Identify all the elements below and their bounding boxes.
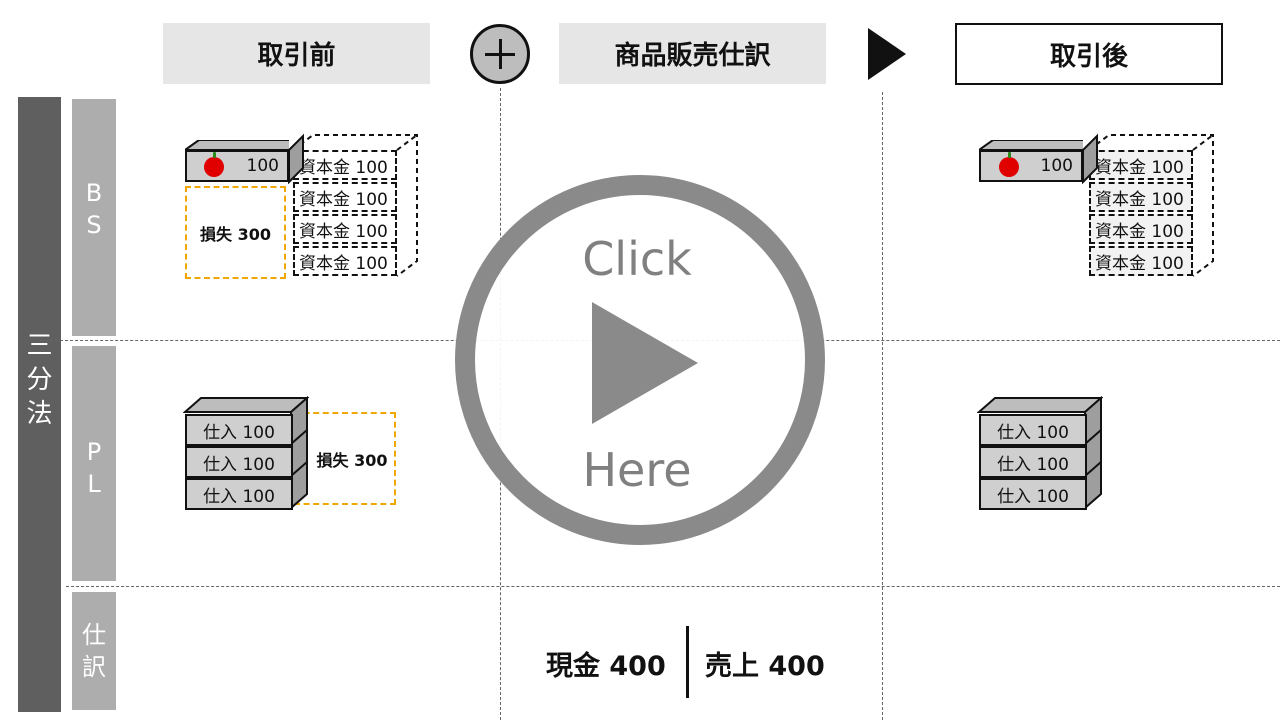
triangle-right-icon	[868, 28, 906, 80]
play-label-bottom: Here	[582, 443, 692, 497]
header-transaction: 商品販売仕訳	[559, 23, 826, 84]
goods-block-top	[185, 140, 289, 150]
purchase-block: 仕入 100	[979, 414, 1087, 446]
grid-line-pl-journal	[66, 586, 1280, 587]
purchase-block: 仕入 100	[185, 414, 293, 446]
side-label-journal: 仕 訳	[72, 592, 116, 710]
loss-block-bs: 損失 300	[185, 186, 286, 279]
capital-block: 資本金 100	[1089, 246, 1193, 276]
purchase-block: 仕入 100	[185, 478, 293, 510]
goods-block: 100	[185, 140, 289, 182]
capital-stack-outline	[293, 134, 418, 277]
goods-block-label: 100	[979, 150, 1083, 182]
capital-stack-outline	[1089, 134, 1214, 277]
plus-circle-icon	[470, 24, 530, 84]
side-label-bs: B S	[72, 99, 116, 336]
goods-block-side	[1082, 133, 1098, 184]
capital-block: 資本金 100	[293, 214, 397, 244]
capital-block: 資本金 100	[293, 150, 397, 180]
apple-icon	[204, 152, 224, 177]
purchase-block: 仕入 100	[979, 478, 1087, 510]
goods-block: 100	[979, 140, 1083, 182]
side-label-pl: P L	[72, 346, 116, 581]
capital-block: 資本金 100	[1089, 214, 1193, 244]
goods-block-side	[288, 133, 304, 184]
play-icon	[592, 302, 698, 424]
purchase-stack-outline	[183, 396, 309, 511]
goods-block-label: 100	[185, 150, 289, 182]
grid-line-right	[882, 92, 883, 720]
capital-block: 資本金 100	[1089, 182, 1193, 212]
journal-debit: 現金 400	[546, 651, 666, 682]
capital-block: 資本金 100	[293, 246, 397, 276]
header-after: 取引後	[955, 23, 1223, 85]
side-label-method-text: 三 分 法	[26, 331, 53, 429]
purchase-block: 仕入 100	[185, 446, 293, 478]
purchase-block: 仕入 100	[979, 446, 1087, 478]
loss-block-pl: 損失 300	[294, 412, 396, 505]
journal-divider	[686, 626, 689, 698]
apple-icon	[999, 152, 1019, 177]
header-before: 取引前	[163, 23, 430, 84]
play-label-top: Click	[582, 232, 692, 286]
side-label-method: 三 分 法	[18, 97, 61, 712]
capital-block: 資本金 100	[293, 182, 397, 212]
side-label-journal-text: 仕 訳	[82, 621, 106, 681]
capital-block: 資本金 100	[1089, 150, 1193, 180]
journal-credit: 売上 400	[705, 651, 825, 682]
goods-block-top	[979, 140, 1083, 150]
side-label-bs-text: B S	[85, 179, 103, 239]
side-label-pl-text: P L	[86, 438, 102, 498]
